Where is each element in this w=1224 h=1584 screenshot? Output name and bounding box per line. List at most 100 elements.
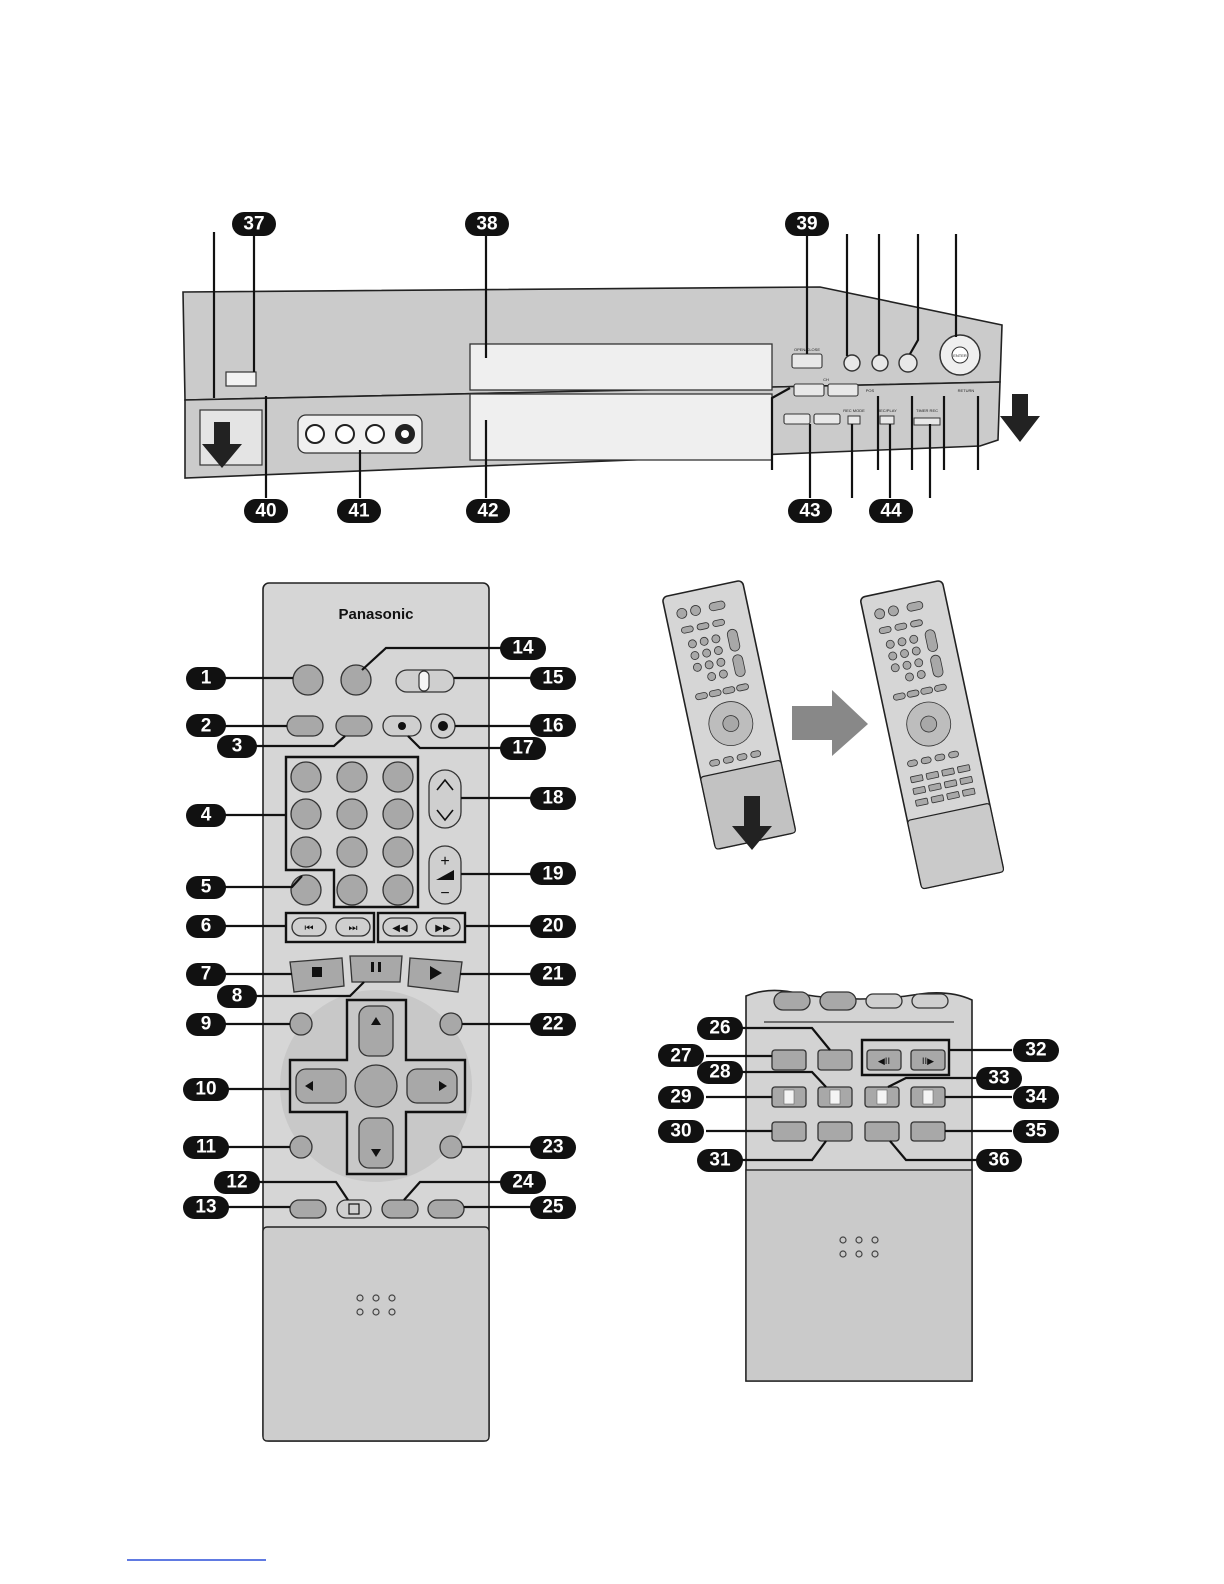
svg-text:4: 4 <box>201 805 212 826</box>
svg-text:35: 35 <box>1025 1121 1047 1142</box>
callout-40: 40 <box>244 499 288 523</box>
callout-39: 39 <box>785 212 829 236</box>
callout-37: 37 <box>232 212 276 236</box>
svg-text:38: 38 <box>476 214 497 235</box>
enter-label: ENTER <box>953 353 967 358</box>
prog-check-button[interactable] <box>428 1200 464 1218</box>
power-button[interactable] <box>293 665 323 695</box>
callout-2: 2 <box>186 714 226 737</box>
callout-38: 38 <box>465 212 509 236</box>
remote-open <box>860 580 1004 889</box>
pause-button[interactable] <box>350 956 402 982</box>
svg-text:37: 37 <box>243 214 264 235</box>
rec-mode-label: REC MODE <box>843 408 865 413</box>
dpad-left-button[interactable] <box>296 1069 346 1103</box>
svg-text:28: 28 <box>709 1062 730 1083</box>
transition-arrow-icon <box>792 690 868 756</box>
callout-11: 11 <box>183 1136 229 1159</box>
create-chapter-button[interactable] <box>772 1050 806 1070</box>
manual-skip-button[interactable] <box>818 1050 852 1070</box>
callout-15: 15 <box>530 667 576 690</box>
svg-text:32: 32 <box>1025 1040 1046 1061</box>
rec-play-label: REC/PLAY <box>877 408 897 413</box>
number-key[interactable] <box>337 837 367 867</box>
audio-button[interactable] <box>772 1122 806 1141</box>
erase-button[interactable] <box>818 1122 852 1141</box>
svg-text:26: 26 <box>709 1018 730 1039</box>
dpad-down-button[interactable] <box>359 1118 393 1168</box>
number-key[interactable] <box>291 837 321 867</box>
svg-text:16: 16 <box>542 716 563 737</box>
ch-label: CH <box>823 377 829 382</box>
return-small-button[interactable] <box>290 1136 312 1158</box>
cover-illustration <box>662 580 1004 889</box>
status-button[interactable] <box>382 1200 418 1218</box>
dpad-up-button[interactable] <box>359 1006 393 1056</box>
enter-button[interactable] <box>355 1065 397 1107</box>
display-button[interactable] <box>290 1200 326 1218</box>
svg-text:36: 36 <box>988 1150 1009 1171</box>
showview-button[interactable] <box>911 1122 945 1141</box>
number-key[interactable] <box>383 762 413 792</box>
callout-33: 33 <box>976 1067 1022 1090</box>
number-key[interactable] <box>383 837 413 867</box>
ch-down-button-shape <box>794 384 824 396</box>
number-key[interactable] <box>291 762 321 792</box>
svg-text:34: 34 <box>1025 1087 1047 1108</box>
stop-icon <box>312 967 322 977</box>
number-key[interactable] <box>383 875 413 905</box>
callout-14: 14 <box>500 637 546 660</box>
svg-text:15: 15 <box>542 668 564 689</box>
video-jack-icon <box>336 425 354 443</box>
callout-1: 1 <box>186 667 226 690</box>
callout-16: 16 <box>530 714 576 737</box>
number-key[interactable] <box>337 875 367 905</box>
svg-text:33: 33 <box>988 1068 1009 1089</box>
remote-lower-cover <box>263 1227 489 1441</box>
play-button-shape <box>899 354 917 372</box>
frame-back-icon: ◀II <box>878 1057 890 1067</box>
callout-21: 21 <box>530 963 576 986</box>
svg-text:29: 29 <box>670 1087 691 1108</box>
svg-text:42: 42 <box>477 501 498 522</box>
number-key[interactable] <box>337 762 367 792</box>
volume-plus-icon: + <box>440 853 449 870</box>
power-button-shape <box>226 372 256 386</box>
disc-tray-upper <box>470 344 772 390</box>
svg-text:17: 17 <box>512 738 533 759</box>
svg-text:21: 21 <box>542 964 564 985</box>
main-remote-drawing: Panasonic <box>263 583 489 1441</box>
callout-44: 44 <box>869 499 913 523</box>
number-key[interactable] <box>291 799 321 829</box>
callout-41: 41 <box>337 499 381 523</box>
drive-select-button[interactable] <box>341 665 371 695</box>
callout-27: 27 <box>658 1044 704 1067</box>
number-key[interactable] <box>337 799 367 829</box>
timer-rec-button-shape <box>914 418 940 425</box>
tv-power-button[interactable] <box>287 716 323 736</box>
ext-link-button[interactable] <box>865 1122 899 1141</box>
svg-text:7: 7 <box>201 964 212 985</box>
direct-navigator-button[interactable] <box>290 1013 312 1035</box>
svg-text:9: 9 <box>201 1014 212 1035</box>
callout-28: 28 <box>697 1061 743 1084</box>
svg-text:3: 3 <box>232 736 243 757</box>
function-button[interactable] <box>440 1013 462 1035</box>
sub-menu-button[interactable] <box>440 1136 462 1158</box>
dpad-right-button[interactable] <box>407 1069 457 1103</box>
number-key[interactable] <box>291 875 321 905</box>
callout-13: 13 <box>183 1196 229 1219</box>
ch-up-button-shape <box>828 384 858 396</box>
timer-button[interactable] <box>337 1200 371 1218</box>
skip-forward-button-shape <box>814 414 840 424</box>
svg-text:14: 14 <box>512 638 534 659</box>
frame-forward-icon: II▶ <box>922 1057 934 1067</box>
svg-text:19: 19 <box>542 864 563 885</box>
svg-text:12: 12 <box>226 1172 247 1193</box>
fast-forward-icon: ▶▶ <box>435 923 451 934</box>
number-key[interactable] <box>383 799 413 829</box>
input-select-button[interactable] <box>336 716 372 736</box>
svg-text:44: 44 <box>880 501 902 522</box>
volume-minus-icon: − <box>440 885 449 902</box>
svg-text:40: 40 <box>255 501 276 522</box>
